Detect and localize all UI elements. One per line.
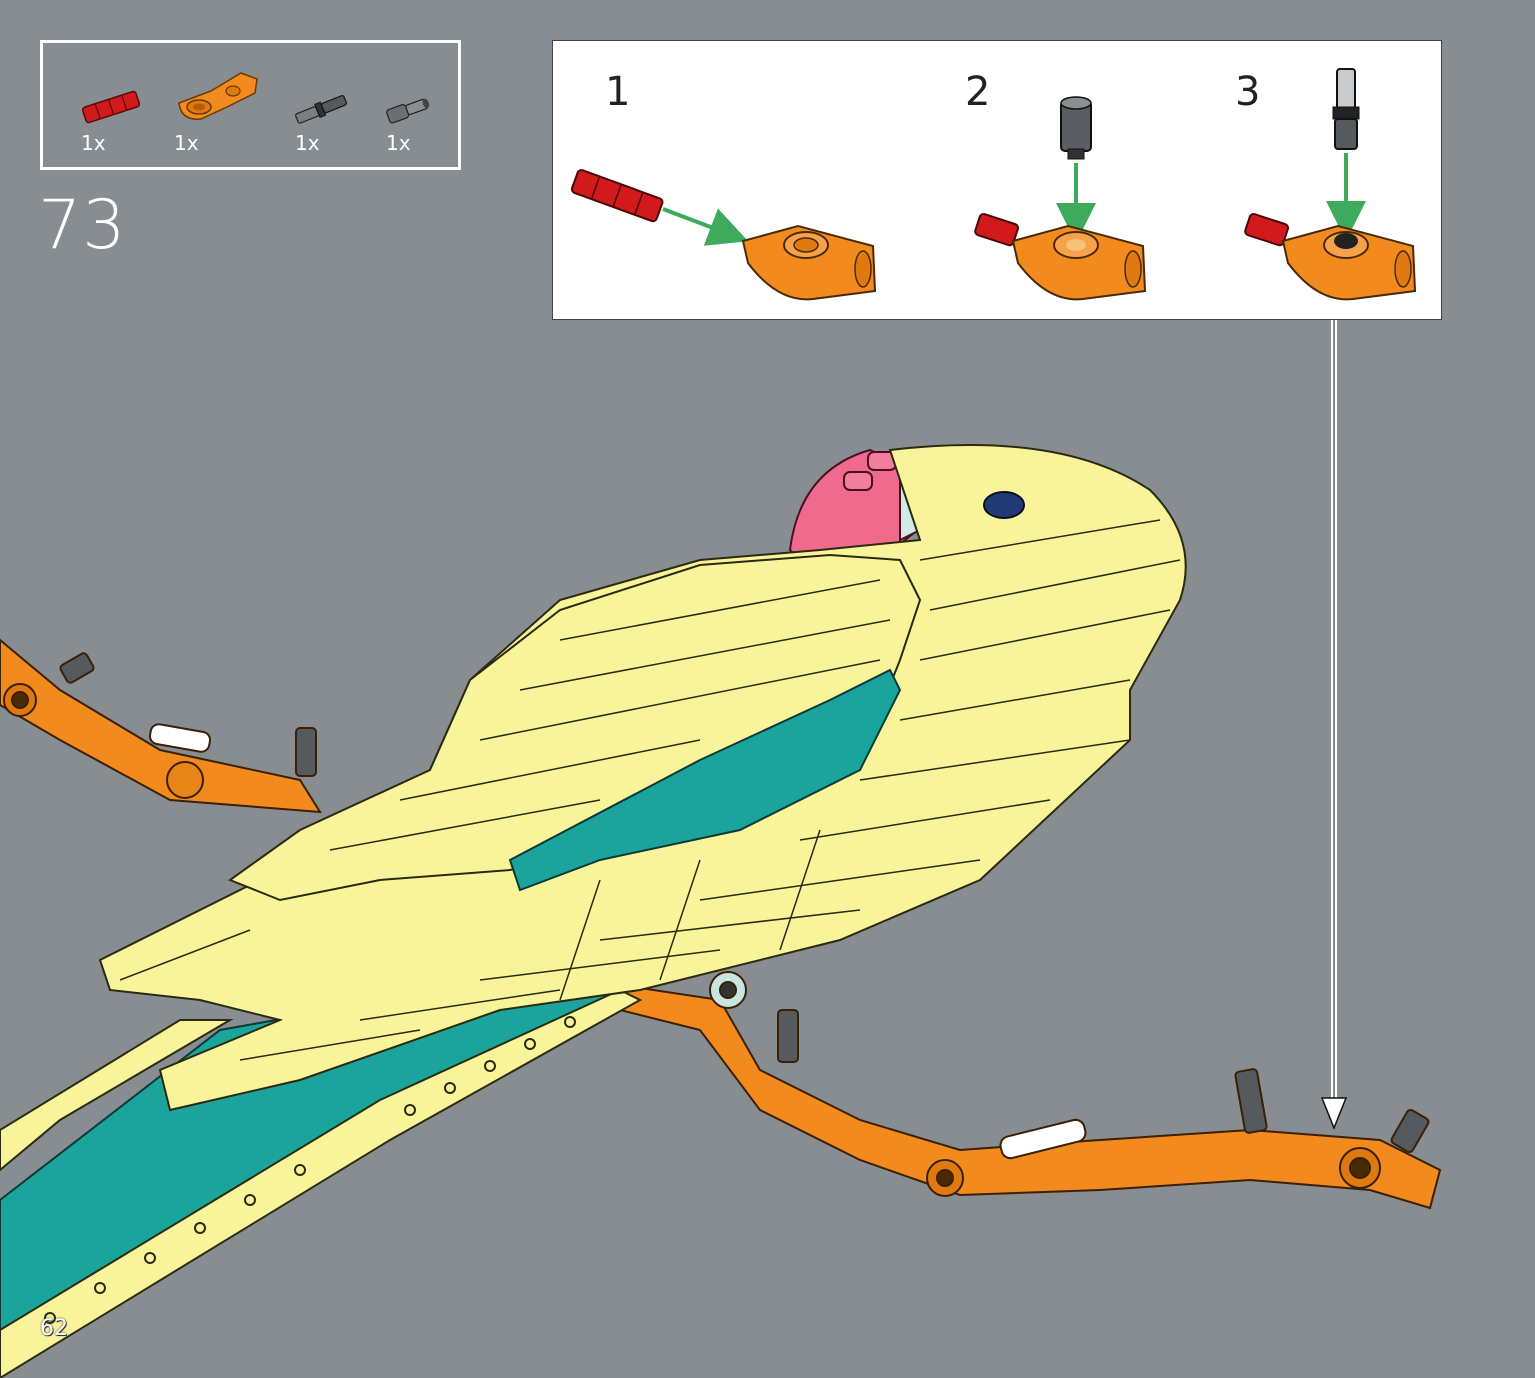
substep-label-1: 1 bbox=[605, 69, 631, 115]
substep-2-assembly-icon bbox=[974, 213, 1147, 301]
part-qty-1: 1x bbox=[81, 131, 106, 155]
substep-label-2: 2 bbox=[965, 69, 991, 115]
dark-gray-axle-pin-icon bbox=[295, 95, 348, 124]
step-number: 73 bbox=[38, 186, 127, 265]
substep-illustrations bbox=[570, 68, 1417, 301]
substep-1-red-connector-icon bbox=[570, 169, 664, 223]
substep-1-arrow bbox=[662, 207, 749, 246]
parts-list-box: 1x 1x 1x 1x bbox=[40, 40, 461, 170]
substep-label-3: 3 bbox=[1235, 69, 1261, 115]
orange-angle-connector-icon bbox=[178, 72, 258, 120]
callout-arrow bbox=[1320, 320, 1348, 1131]
substep-1-orange-connector-icon bbox=[741, 224, 877, 301]
right-orange-arm bbox=[619, 971, 1442, 1210]
substep-3-axle-pin-icon bbox=[1332, 68, 1360, 150]
subassembly-panel: 1 2 3 bbox=[552, 40, 1442, 320]
pink-head bbox=[788, 448, 942, 561]
red-axle-connector-icon bbox=[81, 90, 141, 124]
part-qty-4: 1x bbox=[386, 131, 411, 155]
page-number: 62 bbox=[40, 1316, 68, 1341]
substep-2-pin-icon bbox=[1060, 96, 1092, 160]
substep-3-assembly-icon bbox=[1244, 213, 1417, 301]
part-qty-3: 1x bbox=[295, 131, 320, 155]
yellow-tail bbox=[0, 988, 643, 1378]
teal-body bbox=[0, 978, 624, 1352]
dark-gray-pin-icon bbox=[386, 98, 430, 124]
left-orange-arm bbox=[0, 638, 322, 814]
part-qty-2: 1x bbox=[174, 131, 199, 155]
yellow-body bbox=[98, 444, 1187, 1112]
